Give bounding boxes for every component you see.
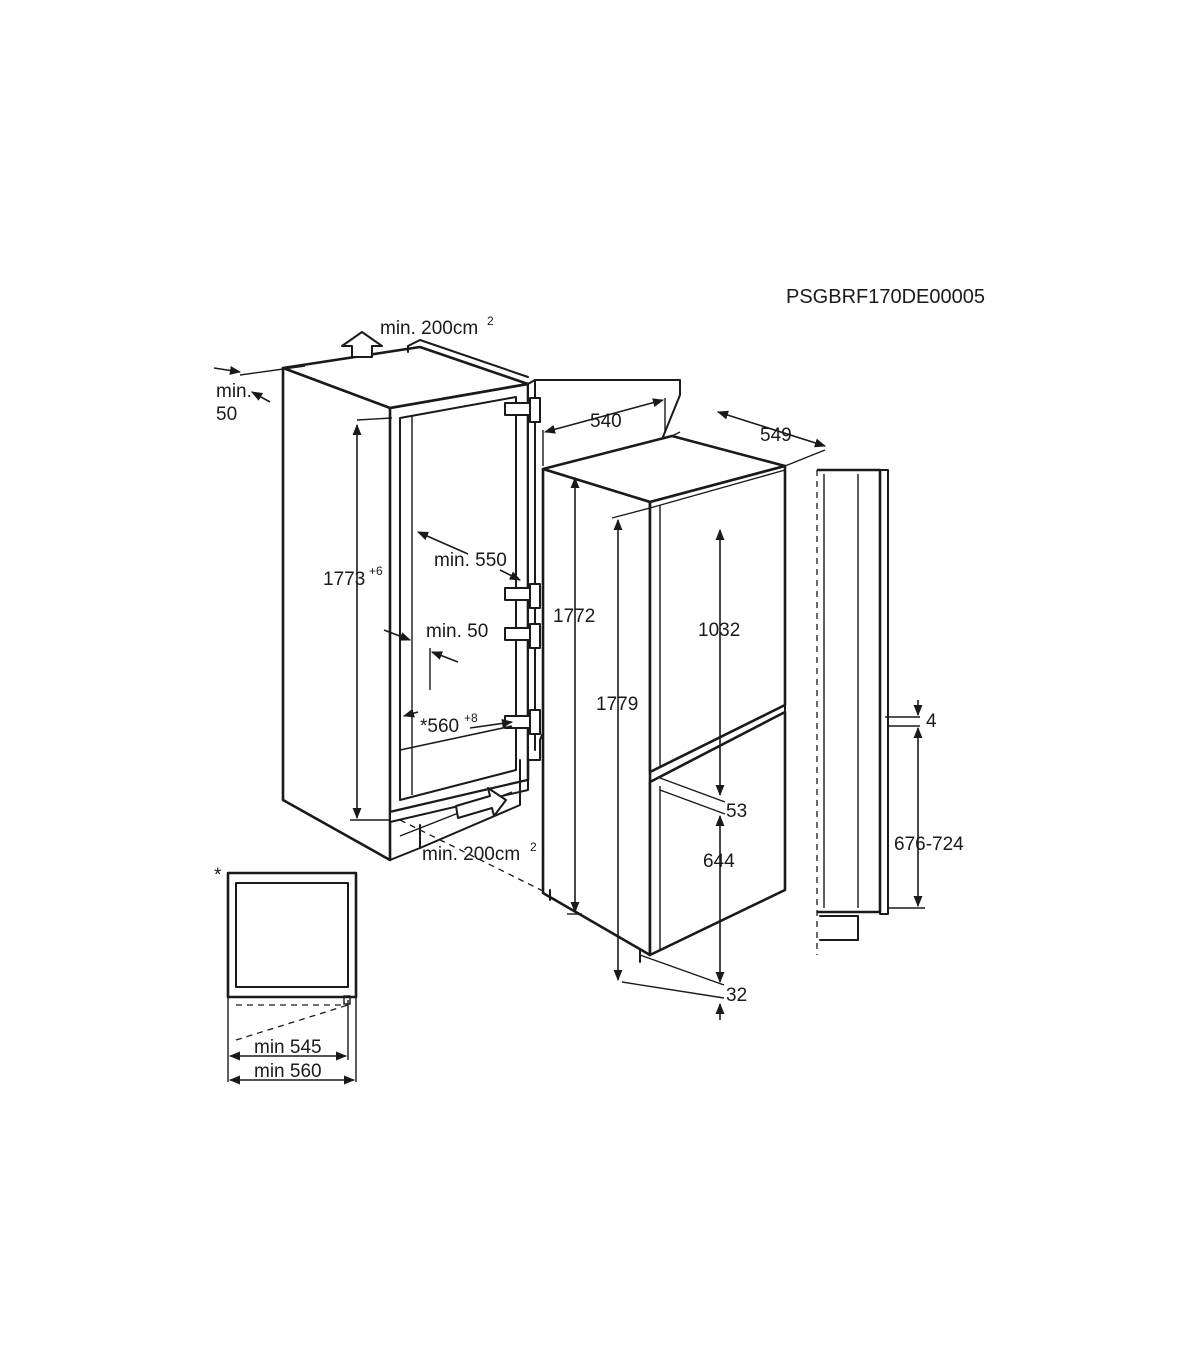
vent-top-label: min. 200cm — [380, 318, 478, 339]
depth-549-dim — [716, 410, 827, 448]
niche-width-arrow — [402, 708, 419, 718]
depth-549-label: 549 — [760, 425, 792, 446]
niche-height-sup: +6 — [369, 564, 383, 578]
height-1779-label: 1779 — [596, 694, 638, 715]
height-1772-label: 1772 — [553, 606, 595, 627]
niche-width-label: *560 — [420, 716, 459, 737]
vent-top-sup: 2 — [487, 314, 494, 328]
side-gap-label: min. 50 — [426, 621, 488, 642]
side-door-panel — [817, 468, 882, 914]
door-gap — [649, 704, 786, 783]
door-gap-label: 53 — [726, 801, 747, 822]
vent-bottom-sup: 2 — [530, 840, 537, 854]
upper-door-label: 1032 — [698, 620, 740, 641]
bottom-gap-label: 32 — [726, 985, 747, 1006]
drawing-code: PSGBRF170DE00005 — [786, 286, 985, 308]
niche-depth-label: min. 550 — [434, 550, 507, 571]
rear-gap-value: 50 — [216, 404, 237, 425]
niche-plinth — [389, 821, 421, 861]
side-offset-label: 4 — [926, 711, 937, 732]
hinge-group — [504, 397, 541, 735]
rear-gap-arrow — [213, 366, 242, 375]
niche-opening — [399, 396, 517, 801]
width-540-dim — [543, 398, 665, 434]
detail-inner — [235, 882, 349, 988]
min-545-label: min 545 — [254, 1037, 322, 1058]
detail-outer — [226, 871, 358, 999]
side-profile — [816, 468, 889, 955]
side-gap-arrow — [383, 629, 412, 641]
min-560-label: min 560 — [254, 1061, 322, 1082]
niche-plinth-rail — [419, 759, 521, 849]
rear-gap-label: min. — [216, 381, 252, 402]
asterisk-label: * — [214, 865, 222, 886]
vent-up-arrow-icon — [341, 331, 383, 358]
vent-bottom-label: min. 200cm — [422, 844, 520, 865]
width-540-label: 540 — [590, 411, 622, 432]
niche-height-label: 1773 — [323, 569, 365, 590]
vent-in-arrow-icon — [455, 787, 507, 819]
niche-top-strip — [407, 339, 529, 378]
lower-door-label: 644 — [703, 851, 735, 872]
floor-dash — [399, 819, 546, 893]
niche-left-face — [281, 366, 392, 862]
detail-plan: * — [214, 865, 358, 1082]
appliance — [541, 434, 787, 963]
niche-depth-arrow — [416, 531, 469, 555]
side-range-label: 676-724 — [894, 834, 964, 855]
niche-width-sup: +8 — [464, 711, 478, 725]
